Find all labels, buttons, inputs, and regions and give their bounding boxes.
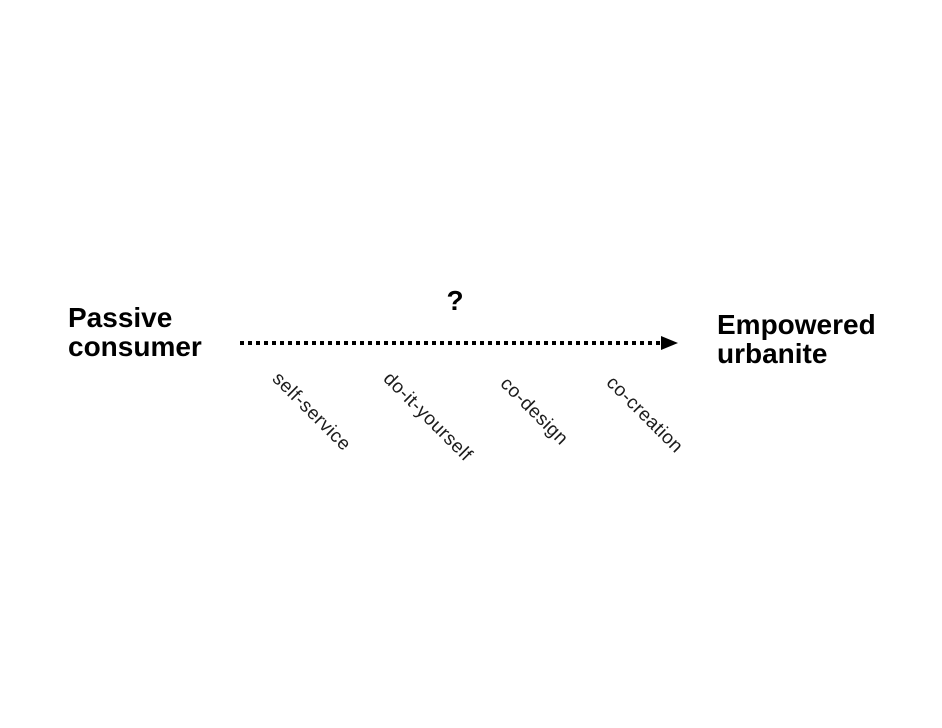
question-mark-label: ? [446,285,464,316]
stage-label-co-design: co-design [495,373,573,450]
arrow-head-icon [661,336,678,350]
right-endpoint-line2: urbanite [717,338,828,369]
left-endpoint-line1: Passive [68,302,173,333]
stage-label-self-service: self-service [267,368,355,456]
left-endpoint-label: Passive consumer [68,303,202,361]
dotted-arrow-line [240,341,661,345]
left-endpoint-line2: consumer [68,331,202,362]
right-endpoint-line1: Empowered [717,309,876,340]
stage-label-do-it-yourself: do-it-yourself [378,368,477,466]
stage-label-co-creation: co-creation [601,372,688,458]
right-endpoint-label: Empowered urbanite [717,310,876,368]
